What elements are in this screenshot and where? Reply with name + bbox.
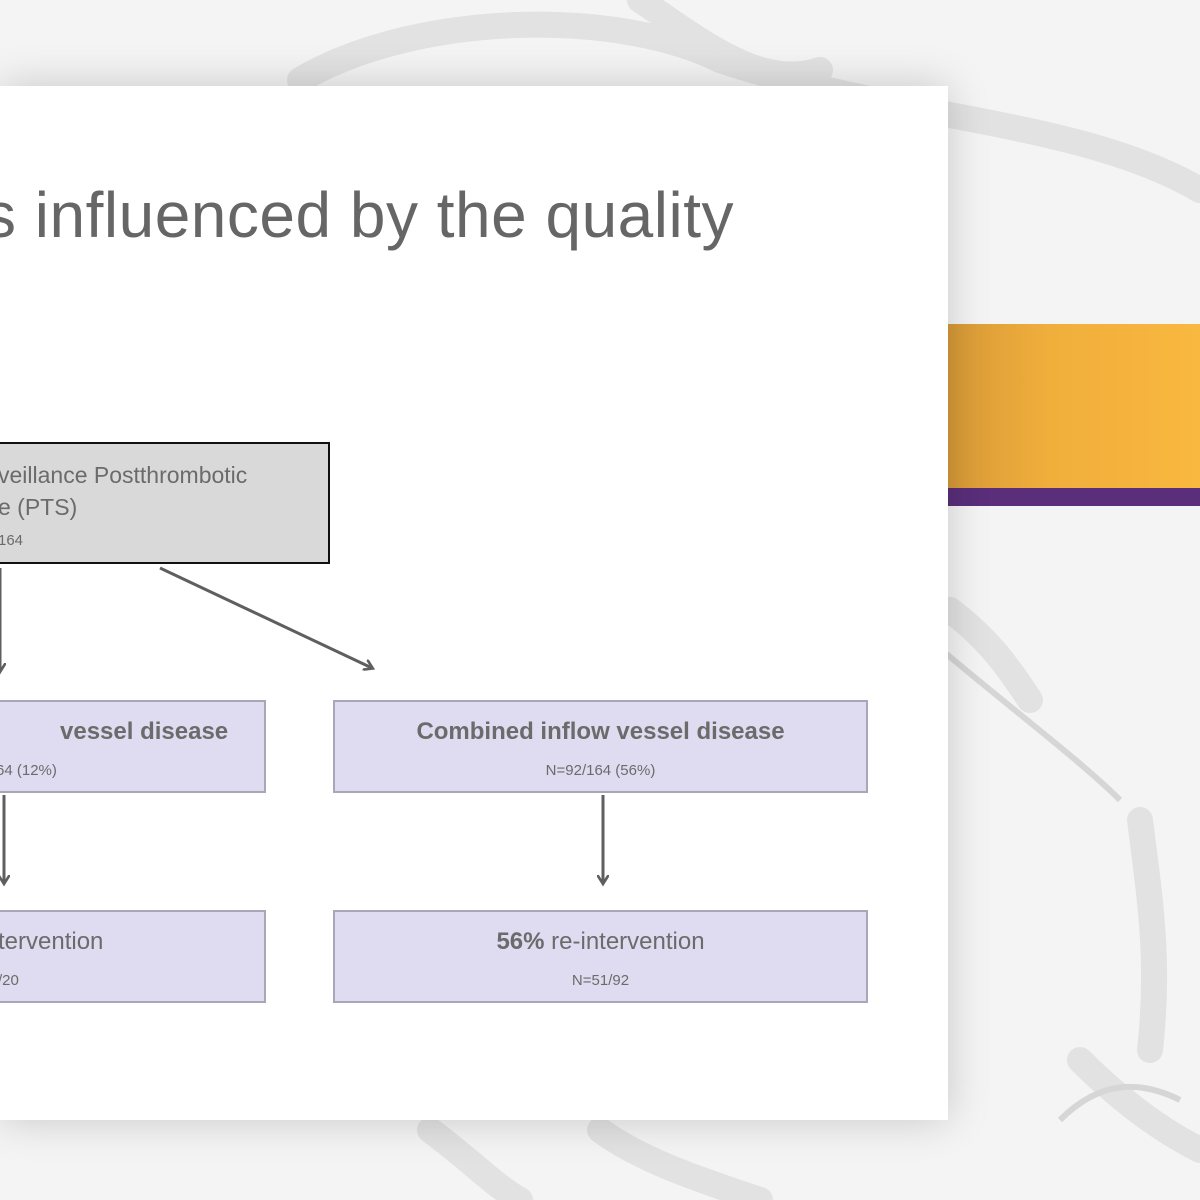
surveillance-pts-box: veillance Postthrombotic e (PTS) 164 — [0, 442, 330, 564]
arrow-top-to-right-mid — [159, 566, 372, 668]
slide-title: s influenced by the quality — [0, 179, 734, 251]
left-reintervention-title: tervention — [0, 928, 104, 955]
vessel-disease-count: 64 (12%) — [0, 762, 57, 779]
accent-band-purple — [948, 488, 1200, 506]
combined-inflow-title: Combined inflow vessel disease — [416, 718, 785, 745]
reintervention-percent: 56% — [496, 928, 545, 955]
vessel-disease-title: vessel disease — [60, 718, 229, 745]
right-reintervention-count: N=51/92 — [571, 972, 630, 989]
accent-band-gold — [948, 324, 1200, 488]
top-box-line2: e (PTS) — [0, 494, 78, 520]
combined-inflow-box: Combined inflow vessel disease N=92/164 … — [333, 700, 868, 793]
top-box-line1: veillance Postthrombotic — [0, 462, 248, 488]
slide-canvas: s influenced by the quality veillance Po… — [0, 86, 948, 1120]
left-reintervention-count: /20 — [0, 972, 19, 989]
right-reintervention-title: 56% re-intervention — [335, 928, 866, 956]
reintervention-label: re-intervention — [544, 928, 705, 955]
flow-arrows — [0, 566, 948, 1120]
right-reintervention-box: 56% re-intervention N=51/92 — [333, 910, 868, 1003]
vessel-disease-box: vessel disease 64 (12%) — [0, 700, 266, 793]
left-reintervention-box: tervention /20 — [0, 910, 266, 1003]
combined-inflow-count: N=92/164 (56%) — [545, 762, 656, 779]
top-box-count: 164 — [0, 532, 24, 549]
